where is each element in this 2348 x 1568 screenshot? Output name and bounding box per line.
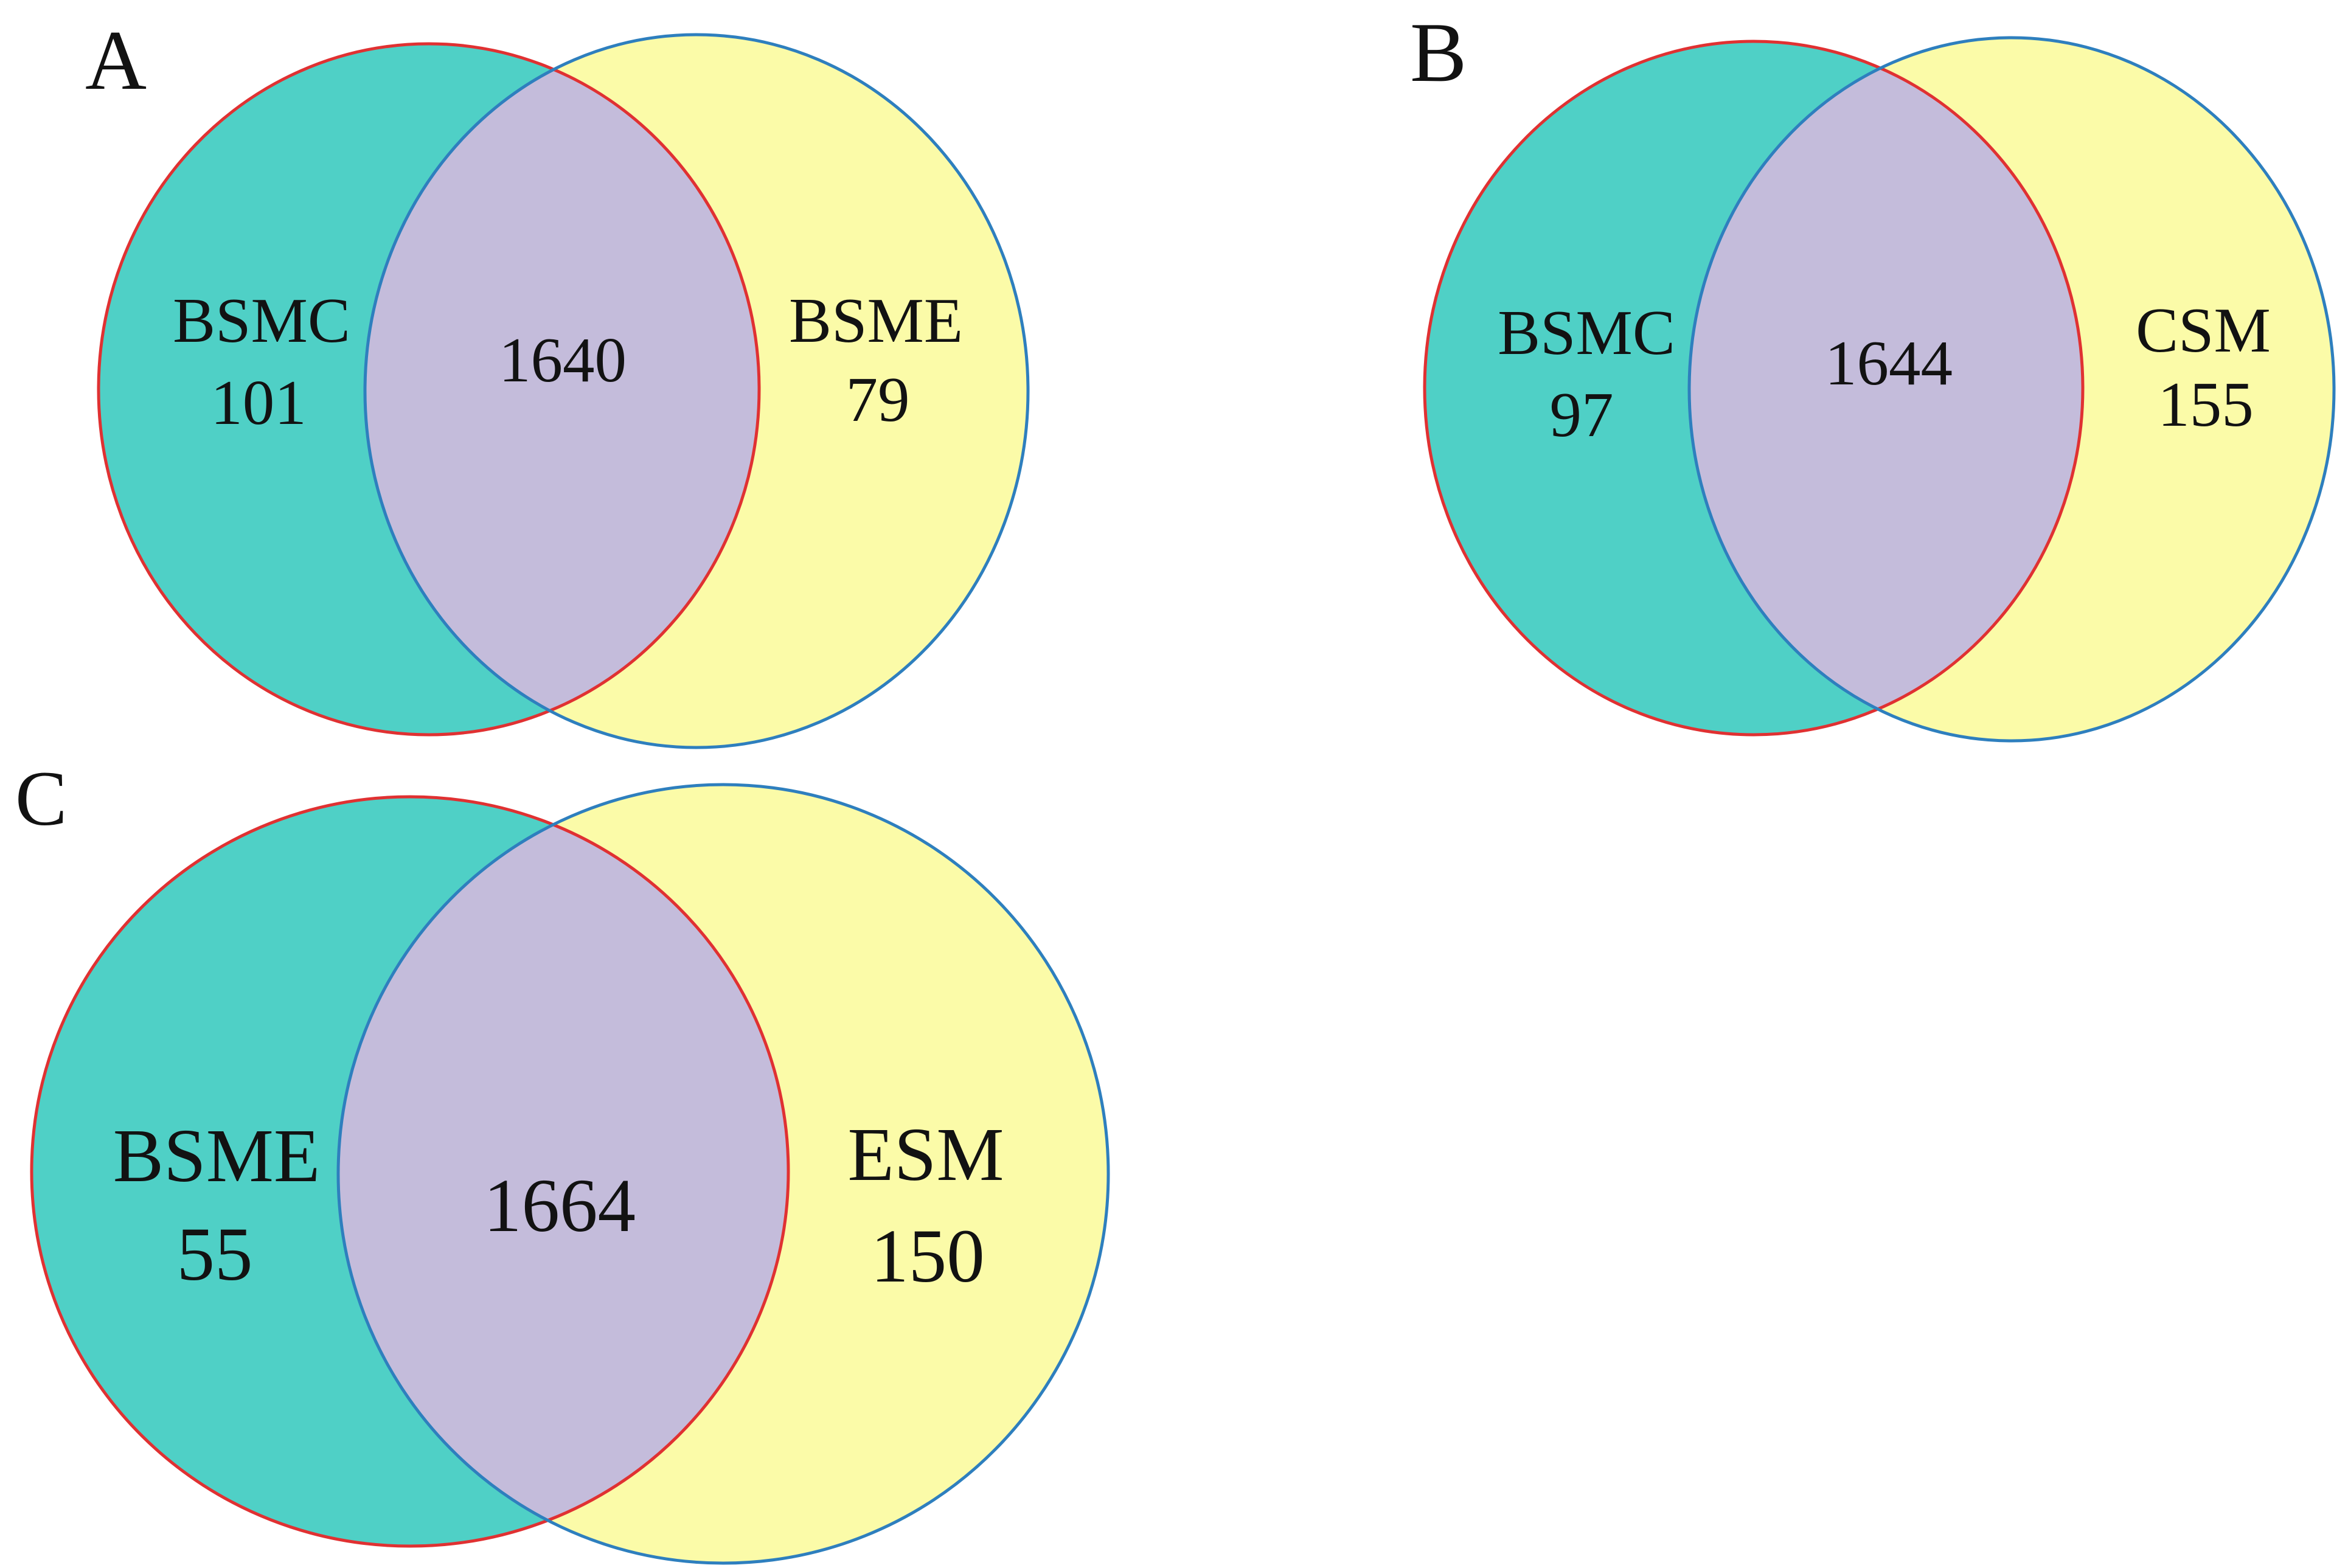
panel-a-right-set-name: BSME — [789, 285, 963, 356]
panel-b-right-set-count: 155 — [2158, 369, 2254, 440]
panel-c-left-circle-outline — [30, 795, 790, 1548]
panel-b: B BSMC 97 1644 CSM 155 — [1410, 5, 2336, 743]
panel-b-left-circle-outline — [1423, 40, 2085, 737]
panel-a-right-set-count: 79 — [846, 364, 910, 435]
panel-b-overlap-region — [1689, 41, 2083, 735]
panel-b-letter: B — [1410, 5, 1467, 100]
panel-b-overlap-count: 1644 — [1825, 327, 1953, 398]
panel-a-letter: A — [85, 13, 147, 108]
panel-b-left-set-count: 97 — [1550, 379, 1614, 450]
panel-c-left-set-name: BSME — [113, 1114, 320, 1198]
panel-c-right-set-count: 150 — [870, 1215, 985, 1299]
panel-c-right-set-name: ESM — [847, 1113, 1004, 1197]
panel-c-right-circle-outline — [336, 783, 1110, 1565]
panel-c: C BSME 55 1664 ESM 150 — [15, 755, 1110, 1565]
panel-c-left-set-count: 55 — [177, 1213, 253, 1297]
panel-c-overlap-region — [338, 797, 788, 1546]
panel-a-overlap-count: 1640 — [499, 324, 627, 395]
panel-c-overlap-count: 1664 — [484, 1164, 636, 1248]
panel-a: A BSMC 101 1640 BSME 79 — [85, 13, 1030, 749]
panel-a-left-set-name: BSMC — [173, 285, 350, 356]
panel-a-overlap-region — [365, 44, 759, 735]
panel-c-letter: C — [15, 755, 67, 842]
panel-a-right-circle-outline — [363, 33, 1030, 749]
panel-a-left-set-count: 101 — [210, 367, 307, 438]
panel-b-right-circle-outline — [1687, 36, 2336, 743]
panel-a-left-circle-outline — [97, 42, 761, 737]
panel-b-left-set-name: BSMC — [1498, 297, 1675, 368]
panel-b-right-set-name: CSM — [2136, 294, 2271, 366]
